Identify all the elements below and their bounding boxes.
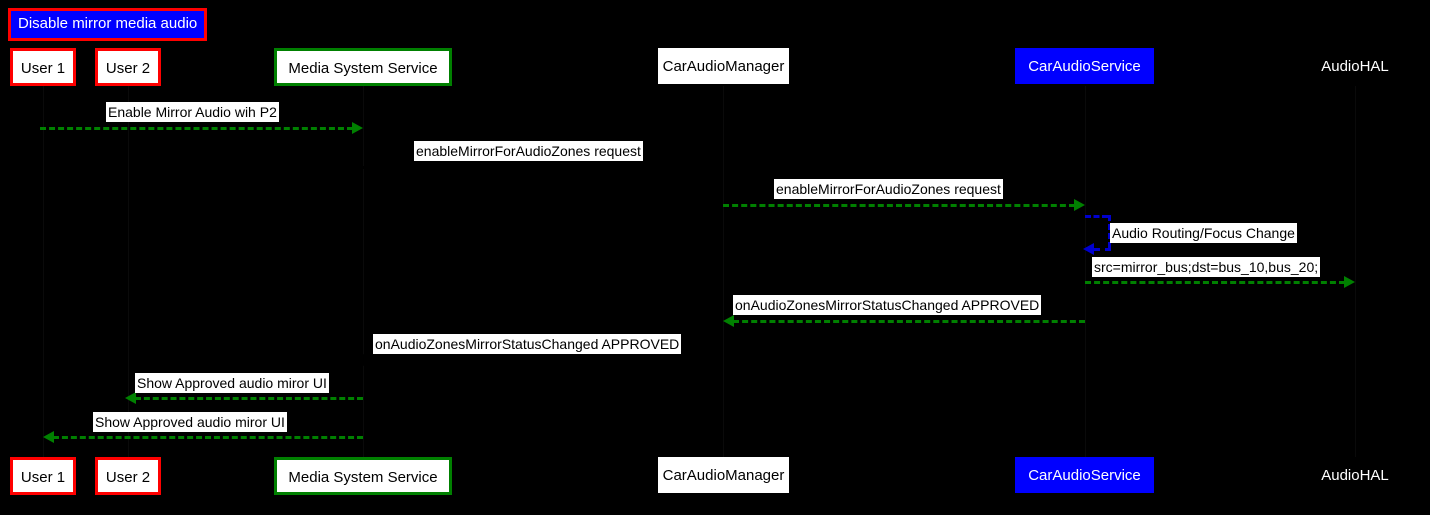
message-m7-line — [373, 359, 723, 362]
participant-mediasystem-bottom[interactable]: Media System Service — [274, 457, 452, 495]
diagram-title: Disable mirror media audio — [8, 8, 208, 41]
message-m5-line — [1085, 281, 1345, 284]
participant-user2-bottom[interactable]: User 2 — [95, 457, 161, 495]
message-m7-label: onAudioZonesMirrorStatusChanged APPROVED — [373, 334, 682, 354]
participant-audiohal-top[interactable]: AudioHAL — [1321, 58, 1389, 75]
message-m4-self-right — [1108, 215, 1111, 248]
participant-audiohal-bottom[interactable]: AudioHAL — [1321, 467, 1389, 484]
message-m9-line — [53, 436, 363, 439]
message-m5-arrowhead — [1344, 276, 1355, 288]
message-m8-label: Show Approved audio miror UI — [135, 373, 329, 393]
message-m4-self-top — [1085, 215, 1108, 218]
message-m9-label: Show Approved audio miror UI — [93, 412, 287, 432]
lifeline-caraudiomgr — [723, 86, 724, 457]
message-m8-line — [135, 397, 363, 400]
participant-mediasystem-top[interactable]: Media System Service — [274, 48, 452, 86]
participant-user2-top[interactable]: User 2 — [95, 48, 161, 86]
participant-caraudiosvc-bottom[interactable]: CarAudioService — [1015, 457, 1154, 493]
message-m6-label: onAudioZonesMirrorStatusChanged APPROVED — [733, 295, 1042, 315]
participant-user1-top[interactable]: User 1 — [10, 48, 76, 86]
message-m2-line — [363, 166, 713, 169]
message-m2-arrowhead — [712, 161, 723, 173]
message-m2-label: enableMirrorForAudioZones request — [414, 141, 643, 161]
participant-caraudiomgr-top[interactable]: CarAudioManager — [658, 48, 789, 84]
message-m1-line — [40, 127, 353, 130]
lifeline-mediasystem — [363, 86, 364, 457]
participant-caraudiomgr-bottom[interactable]: CarAudioManager — [658, 457, 789, 493]
message-m3-line — [723, 204, 1075, 207]
message-m4-label: Audio Routing/Focus Change — [1110, 223, 1297, 243]
participant-caraudiosvc-top[interactable]: CarAudioService — [1015, 48, 1154, 84]
message-m8-arrowhead — [125, 392, 136, 404]
message-m9-arrowhead — [43, 431, 54, 443]
message-m5-label: src=mirror_bus;dst=bus_10,bus_20; — [1092, 257, 1321, 277]
message-m7-arrowhead — [363, 354, 374, 366]
lifeline-user1 — [43, 86, 44, 457]
lifeline-audiohal — [1355, 86, 1356, 457]
message-m4-self-bottom — [1094, 248, 1111, 251]
message-m1-arrowhead — [352, 122, 363, 134]
message-m3-label: enableMirrorForAudioZones request — [774, 179, 1003, 199]
message-m6-line — [733, 320, 1085, 323]
lifeline-user2 — [128, 86, 129, 457]
message-m1-label: Enable Mirror Audio wih P2 — [106, 102, 279, 122]
participant-user1-bottom[interactable]: User 1 — [10, 457, 76, 495]
message-m4-arrowhead — [1083, 243, 1094, 255]
message-m3-arrowhead — [1074, 199, 1085, 211]
message-m6-arrowhead — [723, 315, 734, 327]
lifeline-caraudiosvc — [1085, 86, 1086, 457]
